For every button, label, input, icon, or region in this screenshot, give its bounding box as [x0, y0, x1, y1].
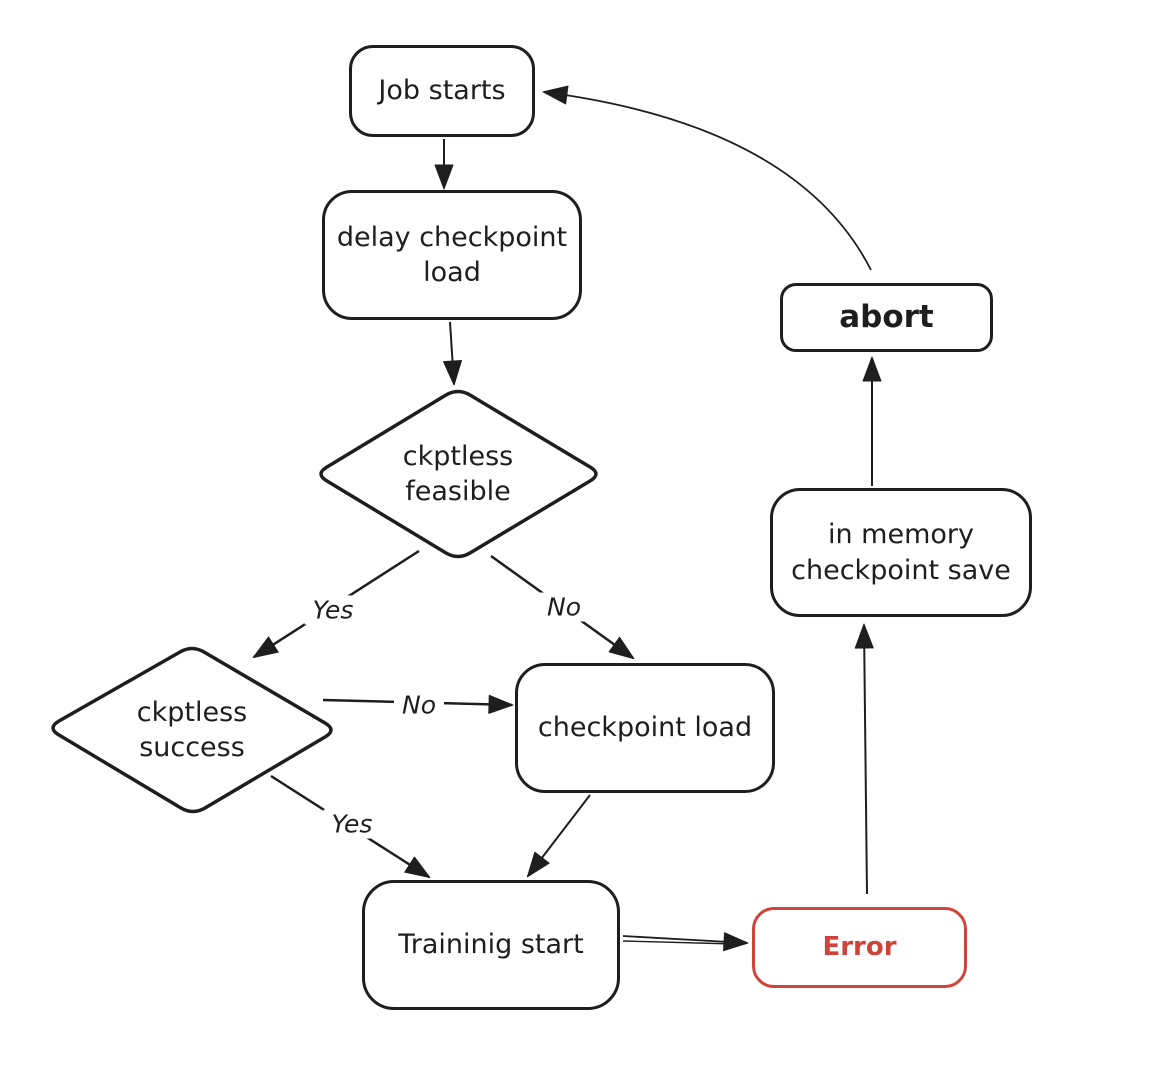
node-ckptless-success-shape[interactable] — [51, 646, 333, 814]
edge-error-to-in-memory-save[interactable] — [854, 623, 874, 895]
node-abort[interactable]: abort — [780, 283, 993, 352]
node-ckptless-success-label: ckptless success — [136, 696, 248, 763]
edge-abort-to-job-starts[interactable] — [542, 85, 872, 271]
node-checkpoint-load-label: checkpoint load — [537, 712, 753, 744]
edge-label-success-no[interactable]: No — [394, 690, 444, 720]
node-ckptless-feasible[interactable]: ckptless feasible — [378, 424, 538, 524]
node-ckptless-feasible-shape[interactable] — [319, 389, 598, 559]
node-ckptless-success[interactable]: ckptless success — [112, 680, 272, 780]
node-abort-label: abort — [839, 299, 934, 336]
node-training-start-label: Traininig start — [398, 929, 584, 961]
edge-checkpoint-load-to-training[interactable] — [526, 794, 591, 878]
node-job-starts[interactable]: Job starts — [349, 45, 535, 137]
edge-delay-load-to-feasible[interactable] — [443, 321, 463, 386]
node-delay-checkpoint-load[interactable]: delay checkpoint load — [322, 190, 582, 320]
node-training-start[interactable]: Traininig start — [362, 880, 620, 1010]
edge-training-to-error[interactable] — [622, 932, 749, 952]
node-job-starts-label: Job starts — [378, 75, 506, 107]
edge-label-feasible-yes[interactable]: Yes — [304, 595, 362, 625]
edge-label-feasible-no[interactable]: No — [539, 592, 589, 622]
edge-training-to-error-sketch-stroke — [622, 940, 736, 945]
node-checkpoint-load[interactable]: checkpoint load — [515, 663, 775, 793]
node-in-memory-checkpoint-save[interactable]: in memory checkpoint save — [770, 488, 1032, 617]
node-in-memory-checkpoint-save-label: in memory checkpoint save — [791, 519, 1011, 586]
node-delay-checkpoint-load-label: delay checkpoint load — [336, 221, 568, 288]
node-error-label: Error — [822, 931, 897, 962]
node-error[interactable]: Error — [752, 907, 967, 988]
node-ckptless-feasible-label: ckptless feasible — [402, 440, 514, 507]
edge-label-success-yes[interactable]: Yes — [323, 809, 381, 839]
